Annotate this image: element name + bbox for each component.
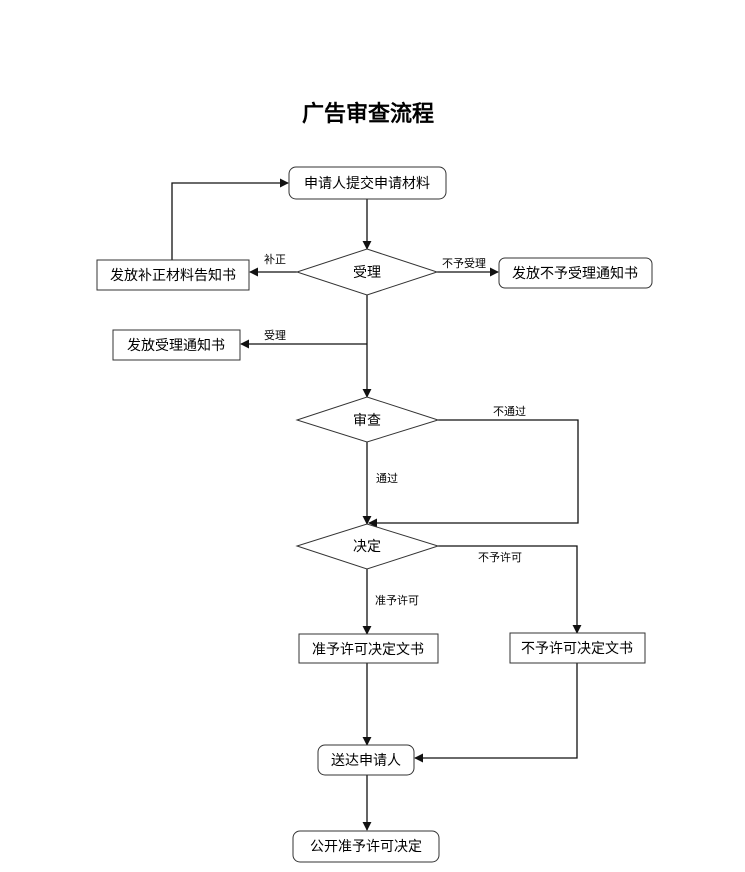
decision-final-label: 决定 bbox=[353, 539, 381, 555]
node-deny-doc bbox=[509, 632, 646, 664]
decision-review bbox=[295, 396, 440, 443]
edge-loop-to-submit bbox=[171, 178, 289, 260]
node-reject-notice-label: 发放不予受理通知书 bbox=[512, 265, 638, 282]
decision-accept bbox=[295, 248, 439, 296]
edge-label-supplement: 补正 bbox=[264, 253, 286, 266]
edge-not-pass bbox=[368, 419, 579, 528]
node-supplement-notice-label: 发放补正材料告知书 bbox=[110, 267, 236, 284]
node-submit-label: 申请人提交申请材料 bbox=[304, 175, 430, 192]
decision-final bbox=[295, 523, 440, 570]
decision-accept-label: 受理 bbox=[353, 265, 381, 281]
node-permit-doc bbox=[298, 633, 439, 664]
edge-label-permit: 准予许可 bbox=[375, 594, 419, 607]
node-deliver bbox=[317, 744, 415, 776]
node-deliver-label: 送达申请人 bbox=[331, 753, 401, 769]
node-reject-notice bbox=[498, 257, 653, 289]
node-submit bbox=[288, 166, 447, 200]
node-publish bbox=[292, 830, 440, 863]
node-permit-doc-label: 准予许可决定文书 bbox=[312, 642, 424, 658]
node-publish-label: 公开准予许可决定 bbox=[310, 839, 422, 855]
node-accept-notice-label: 发放受理通知书 bbox=[127, 337, 225, 354]
node-supplement-notice bbox=[96, 259, 250, 291]
edge-label-not-pass: 不通过 bbox=[493, 405, 526, 418]
node-deny-doc-label: 不予许可决定文书 bbox=[521, 641, 633, 657]
edge-label-not-accept: 不予受理 bbox=[442, 257, 486, 270]
decision-review-label: 审查 bbox=[353, 413, 381, 429]
page-title: 广告审查流程 bbox=[302, 101, 434, 127]
edge-label-deny: 不予许可 bbox=[478, 551, 522, 564]
edge-label-accept: 受理 bbox=[264, 329, 286, 342]
edge-label-pass: 通过 bbox=[376, 472, 398, 485]
edge-deny-to-deliver bbox=[414, 663, 578, 763]
node-accept-notice bbox=[112, 329, 241, 361]
edge-deny bbox=[438, 545, 582, 634]
